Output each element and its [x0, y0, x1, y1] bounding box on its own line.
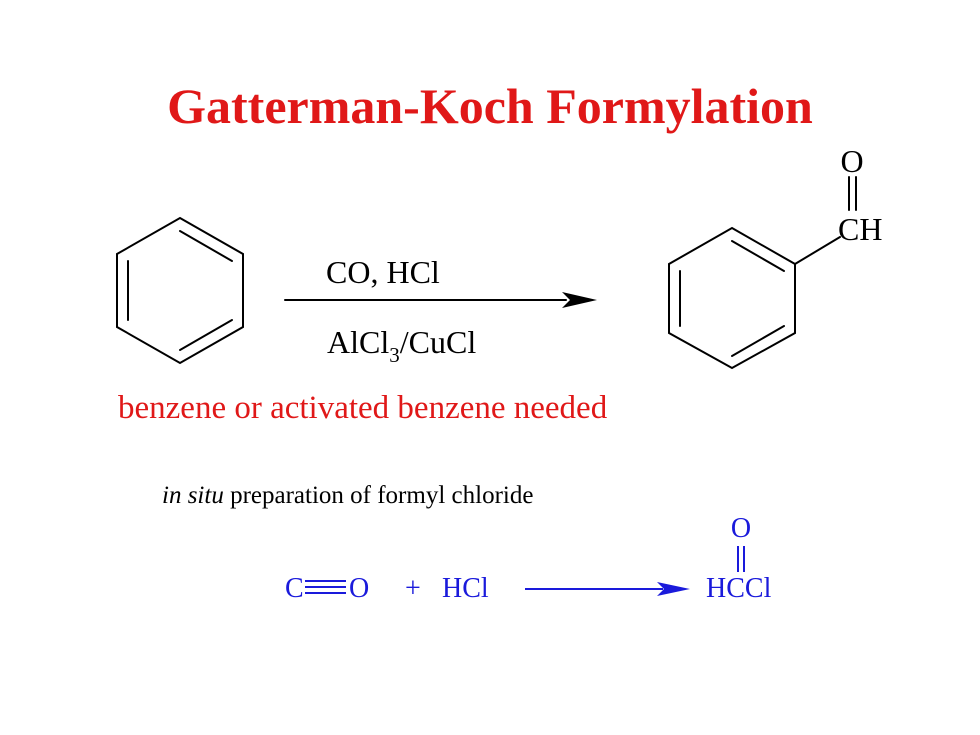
- reagents-top: CO, HCl: [326, 254, 440, 290]
- insitu-caption: in situ preparation of formyl chloride: [162, 482, 533, 509]
- plus-sign: +: [405, 573, 421, 604]
- benzene-structure: [116, 216, 244, 365]
- product-oxygen: O: [840, 143, 863, 179]
- product-ch: CH: [838, 211, 882, 247]
- formyl-double-bond: [737, 546, 745, 572]
- carbon-label: C: [285, 573, 304, 604]
- benzaldehyde-structure: [668, 176, 857, 370]
- page-title: Gatterman-Koch Formylation: [167, 78, 813, 134]
- reagents-bottom-subscript: 3: [389, 343, 400, 367]
- insitu-rest: preparation of formyl chloride: [224, 482, 534, 509]
- triple-bond: [305, 580, 346, 594]
- reaction-arrow: [284, 292, 597, 308]
- oxygen-label: O: [349, 573, 369, 604]
- requirement-note: benzene or activated benzene needed: [118, 390, 608, 426]
- insitu-italic: in situ: [162, 482, 224, 509]
- reagents-bottom-rest: /CuCl: [400, 324, 477, 360]
- formyl-oxygen: O: [731, 513, 751, 544]
- reagents-bottom-main: AlCl: [327, 324, 389, 360]
- hcl-label: HCl: [442, 573, 489, 604]
- reagents-bottom: AlCl3/CuCl: [327, 324, 476, 367]
- formyl-chloride-label: HCCl: [706, 573, 772, 604]
- reaction-arrow-2: [525, 582, 690, 596]
